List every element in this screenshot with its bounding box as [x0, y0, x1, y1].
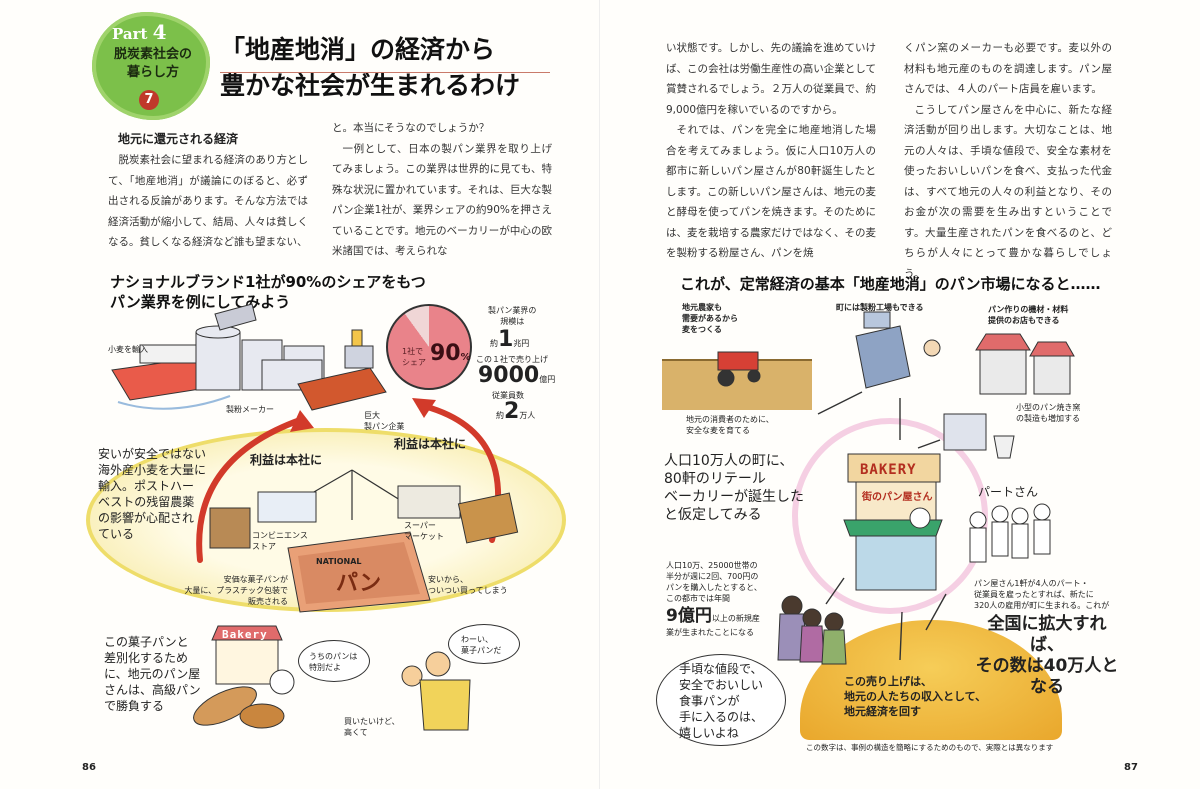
paragraph: くパン窯のメーカーも必要です。麦以外の材料も地元産のものを調達します。パン屋さん… [904, 42, 1112, 95]
series-number: 7 [139, 90, 159, 110]
part-label: Part 4 [112, 20, 167, 44]
employees-value: 約2万人 [496, 399, 536, 424]
bread-roll-illustration [239, 703, 285, 729]
paragraph: い状態です。しかし、先の議論を進めていけば、この会社は労働生産性の高い企業として… [666, 42, 876, 116]
company-sales-label: この１社で売り上げ [476, 355, 548, 364]
bread-crate-illustration [457, 492, 519, 544]
employees-label: 従業員数 [492, 391, 524, 400]
mill-maker-label: 製粉メーカー [226, 405, 274, 414]
company-sales-value: 9000億円 [478, 363, 556, 388]
text-column-2: と。本当にそうなのでしょうか？ 一例として、日本の製パン業界を取り上げてみましょ… [332, 118, 552, 262]
baker-figure-right [909, 507, 931, 529]
part-time-staff-illustration [969, 503, 1051, 563]
profit-label-right: 利益は本社に [394, 437, 467, 451]
ingredient-bag-illustration [993, 435, 1015, 459]
baker-speech-bubble: うちのパンは 特別だよ [298, 640, 370, 682]
convenience-store-illustration [257, 491, 317, 523]
arrow-head [412, 398, 436, 418]
employment-note: パン屋さん1軒が4人のパート・ 従業員を雇ったとすれば、新たに 320人の雇用が… [974, 579, 1110, 610]
shop-name-sign: 街のパン屋さん [862, 492, 933, 503]
town-mill-label: 町には製粉工場もできる [836, 303, 924, 312]
supermarket-illustration [397, 485, 461, 519]
market-calc-note: 人口10万、25000世帯の 半分が週に2回、700円の パンを購入したとすると… [666, 561, 762, 603]
bakery-sign-right: BAKERY [860, 462, 917, 478]
tractor-illustration [717, 351, 761, 387]
child-figure [401, 665, 423, 687]
profit-label-left: 利益は本社に [250, 453, 323, 467]
milling-machine-illustration [855, 311, 911, 389]
local-bakery-illustration [211, 625, 283, 685]
giant-bread-company-illustration [297, 329, 387, 411]
page-title: 「地産地消」の経済から 豊かな社会が生まれるわけ [220, 35, 521, 100]
bread-shelf-illustration [209, 507, 251, 549]
bag-brand-text: NATIONAL [316, 557, 362, 566]
bread-loaf-illustration [193, 686, 257, 726]
plastic-bread-bag-illustration [287, 531, 431, 613]
right-page: い状態です。しかし、先の議論を進めていけば、この会社は労働生産性の高い企業として… [600, 0, 1200, 789]
text-column-3: い状態です。しかし、先の議論を進めていけば、この会社は労働生産性の高い企業として… [666, 38, 876, 264]
farmer-label: 地元農家も 需要があるから 麦をつくる [682, 303, 738, 334]
small-oven-illustration [943, 413, 987, 451]
small-oven-label: 小型のパン焼き窯 の製造も増加する [1016, 403, 1081, 423]
equipment-shop-illustration [975, 333, 1075, 395]
part-badge: Part 4 脱炭素社会の 暮らし方 7 [92, 12, 210, 120]
consumer-family-illustration [777, 595, 847, 665]
nationwide-employment-note: 全国に拡大すれば、 その数は40万人と なる [975, 614, 1119, 697]
mom-speech-text: 買いたいけど、 高くて [344, 717, 400, 737]
paragraph: こうしてパン屋さんを中心に、新たな経済活動が回り出します。大切なことは、地元の人… [904, 103, 1112, 280]
scenario-note: 人口10万人の町に、 80軒のリテール ベーカリーが誕生した と仮定してみる [664, 453, 804, 523]
bag-pan-text: パン [336, 571, 382, 596]
left-page: Part 4 脱炭素社会の 暮らし方 7 「地産地消」の経済から 豊かな社会が生… [82, 12, 566, 773]
page-number-right: 87 [1124, 762, 1138, 773]
flow-arrows [817, 391, 947, 661]
giant-company-label: 巨大 製パン企業 [364, 411, 405, 431]
part-san-label: パートさん [978, 485, 1039, 499]
paragraph: それでは、パンを完全に地産地消した場合を考えてみましょう。仮に人口10万人の都市… [666, 124, 876, 259]
paragraph: 脱炭素社会に望まれる経済のあり方として、「地産地消」が議論にのぼると、必ず出され… [108, 154, 308, 248]
sales-return-note: この売り上げは、 地元の人たちの収入として、 地元経済を回す [844, 675, 987, 718]
kid-speech-bubble: わーい、 菓子パンだ [448, 624, 520, 664]
paragraph: 一例として、日本の製パン業界を取り上げてみましょう。この業界は世界的に見ても、特… [332, 142, 552, 258]
industry-scale-value: 約1兆円 [490, 327, 530, 352]
miller-figure [923, 339, 941, 357]
safe-wheat-label: 地元の消費者のために、 安全な麦を育てる [686, 415, 774, 435]
arrow-head [290, 410, 314, 432]
paragraph: と。本当にそうなのでしょうか？ [332, 122, 490, 134]
convenience-store-label: コンビニエンス ストア [252, 531, 308, 551]
right-figure-drawing [662, 311, 1075, 665]
text-column-1: 脱炭素社会に望まれる経済のあり方として、「地産地消」が議論にのぼると、必ず出され… [108, 150, 308, 253]
import-warning-note: 安いが安全ではない 海外産小麦を大量に 輸入。ポストハー ベストの残留農薬 の影… [98, 447, 207, 541]
text-column-4: くパン窯のメーカーも必要です。麦以外の材料も地元産のものを調達します。パン屋さん… [904, 38, 1112, 284]
bakery-sign-left: Bakery [222, 628, 268, 641]
new-market-value: 9億円以上の新規産 業が生まれたことになる [666, 606, 760, 637]
left-figure-drawing [111, 303, 519, 731]
figure-heading-right: これが、定常経済の基本「地産地消」のパン市場になると…… [680, 275, 1101, 293]
mother-figure [425, 651, 451, 677]
title-rule [220, 72, 550, 73]
baker-figure [269, 669, 295, 695]
local-bakery-note: この菓子パンと 差別化するため に、地元のパン屋 さんは、高級パン で勝負する [104, 635, 201, 713]
market-share-pie: 1社でシェア 90% [386, 304, 472, 390]
equipment-shop-label: パン作りの機材・材料 提供のお店もできる [988, 305, 1069, 325]
mother-body [419, 679, 471, 731]
cheap-buy-note: 安いから、 ついつい買ってしまう [428, 575, 508, 595]
cheap-bread-note: 安価な菓子パンが 大量に、プラスチック包装で 販売される [184, 575, 288, 606]
figure-footnote: この数字は、事例の構造を簡略にするためのもので、実際とは異なります [806, 743, 1054, 752]
supermarket-label: スーパー マーケット [404, 521, 444, 541]
page-number-left: 86 [82, 762, 96, 773]
consumer-speech-bubble: 手頃な値段で、 安全でおいしい 食事パンが 手に入るのは、 嬉しいよね [656, 654, 786, 746]
industry-scale-label: 製パン業界の 規模は [488, 306, 537, 326]
wheat-import-label: 小麦を輸入 [108, 345, 148, 354]
flour-mill-factory-illustration [195, 303, 325, 391]
series-title: 脱炭素社会の 暮らし方 [113, 47, 192, 80]
